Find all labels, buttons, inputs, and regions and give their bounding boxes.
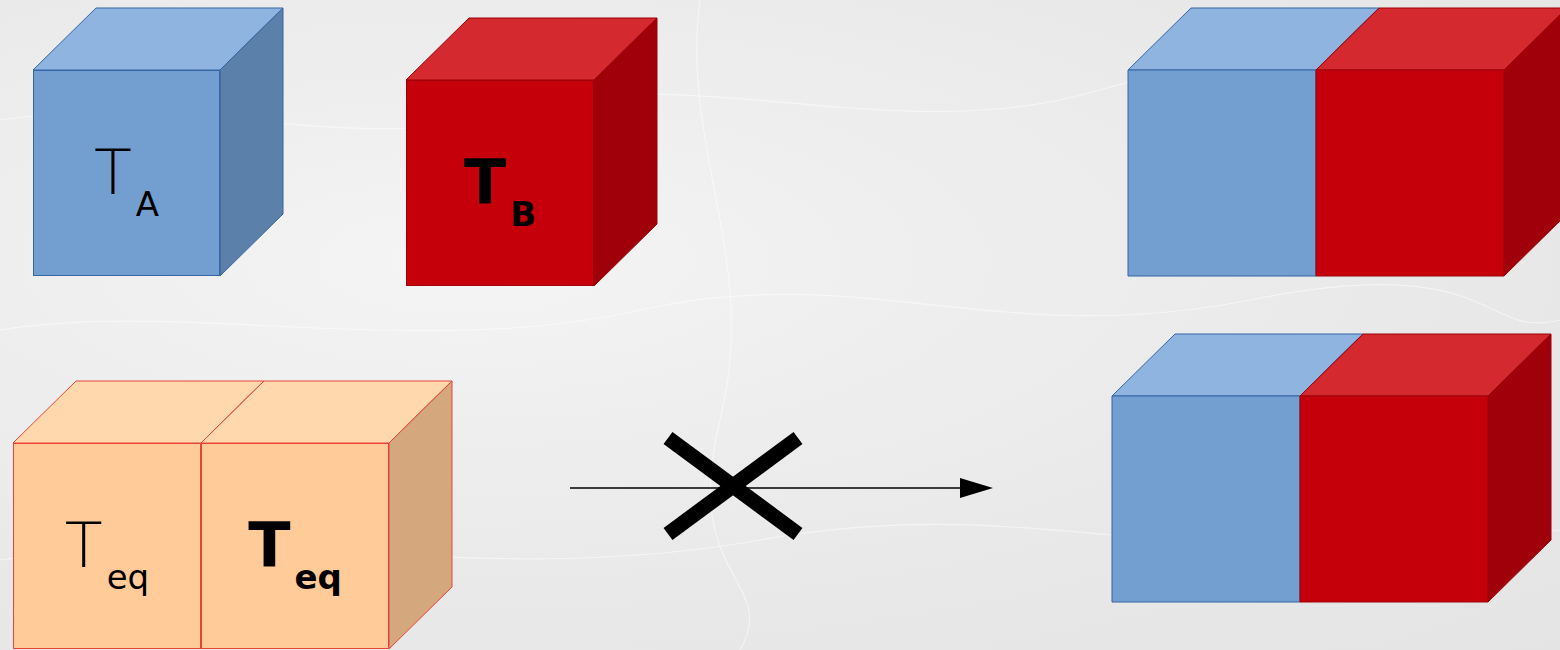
temperature-label: Teq	[248, 515, 342, 577]
temperature-subscript: eq	[107, 557, 150, 597]
cube-side-face	[1488, 334, 1551, 602]
cube-side-face	[389, 381, 452, 649]
cube-side-face	[220, 8, 283, 276]
temperature-label: TA	[94, 142, 159, 204]
texture-vein	[697, 0, 750, 650]
cube-side-face	[594, 18, 657, 286]
temperature-label: Teq	[65, 515, 149, 577]
arrow-head	[960, 478, 993, 498]
temperature-symbol: T	[248, 509, 290, 582]
temperature-symbol: T	[94, 136, 132, 209]
temperature-label: TB	[464, 152, 536, 214]
arrow-line	[570, 487, 962, 489]
texture-vein	[0, 285, 1560, 331]
cube-front-face	[1128, 70, 1316, 276]
temperature-subscript: B	[510, 194, 536, 234]
blocked-arrow	[570, 438, 993, 534]
cube-side-face	[1504, 8, 1560, 276]
cube-front-face	[1300, 396, 1488, 602]
cube-front: Teq	[13, 443, 201, 649]
cross-stroke	[668, 438, 798, 534]
cube-front: TA	[33, 70, 220, 276]
cube-front-face	[1112, 396, 1300, 602]
temperature-symbol: T	[464, 146, 506, 219]
cube-front-face	[1316, 70, 1504, 276]
temperature-subscript: A	[136, 184, 159, 224]
cube-front: TB	[406, 80, 594, 286]
temperature-subscript: eq	[294, 557, 341, 597]
cube-front: Teq	[201, 443, 389, 649]
temperature-symbol: T	[65, 509, 103, 582]
cross-stroke	[668, 438, 798, 534]
